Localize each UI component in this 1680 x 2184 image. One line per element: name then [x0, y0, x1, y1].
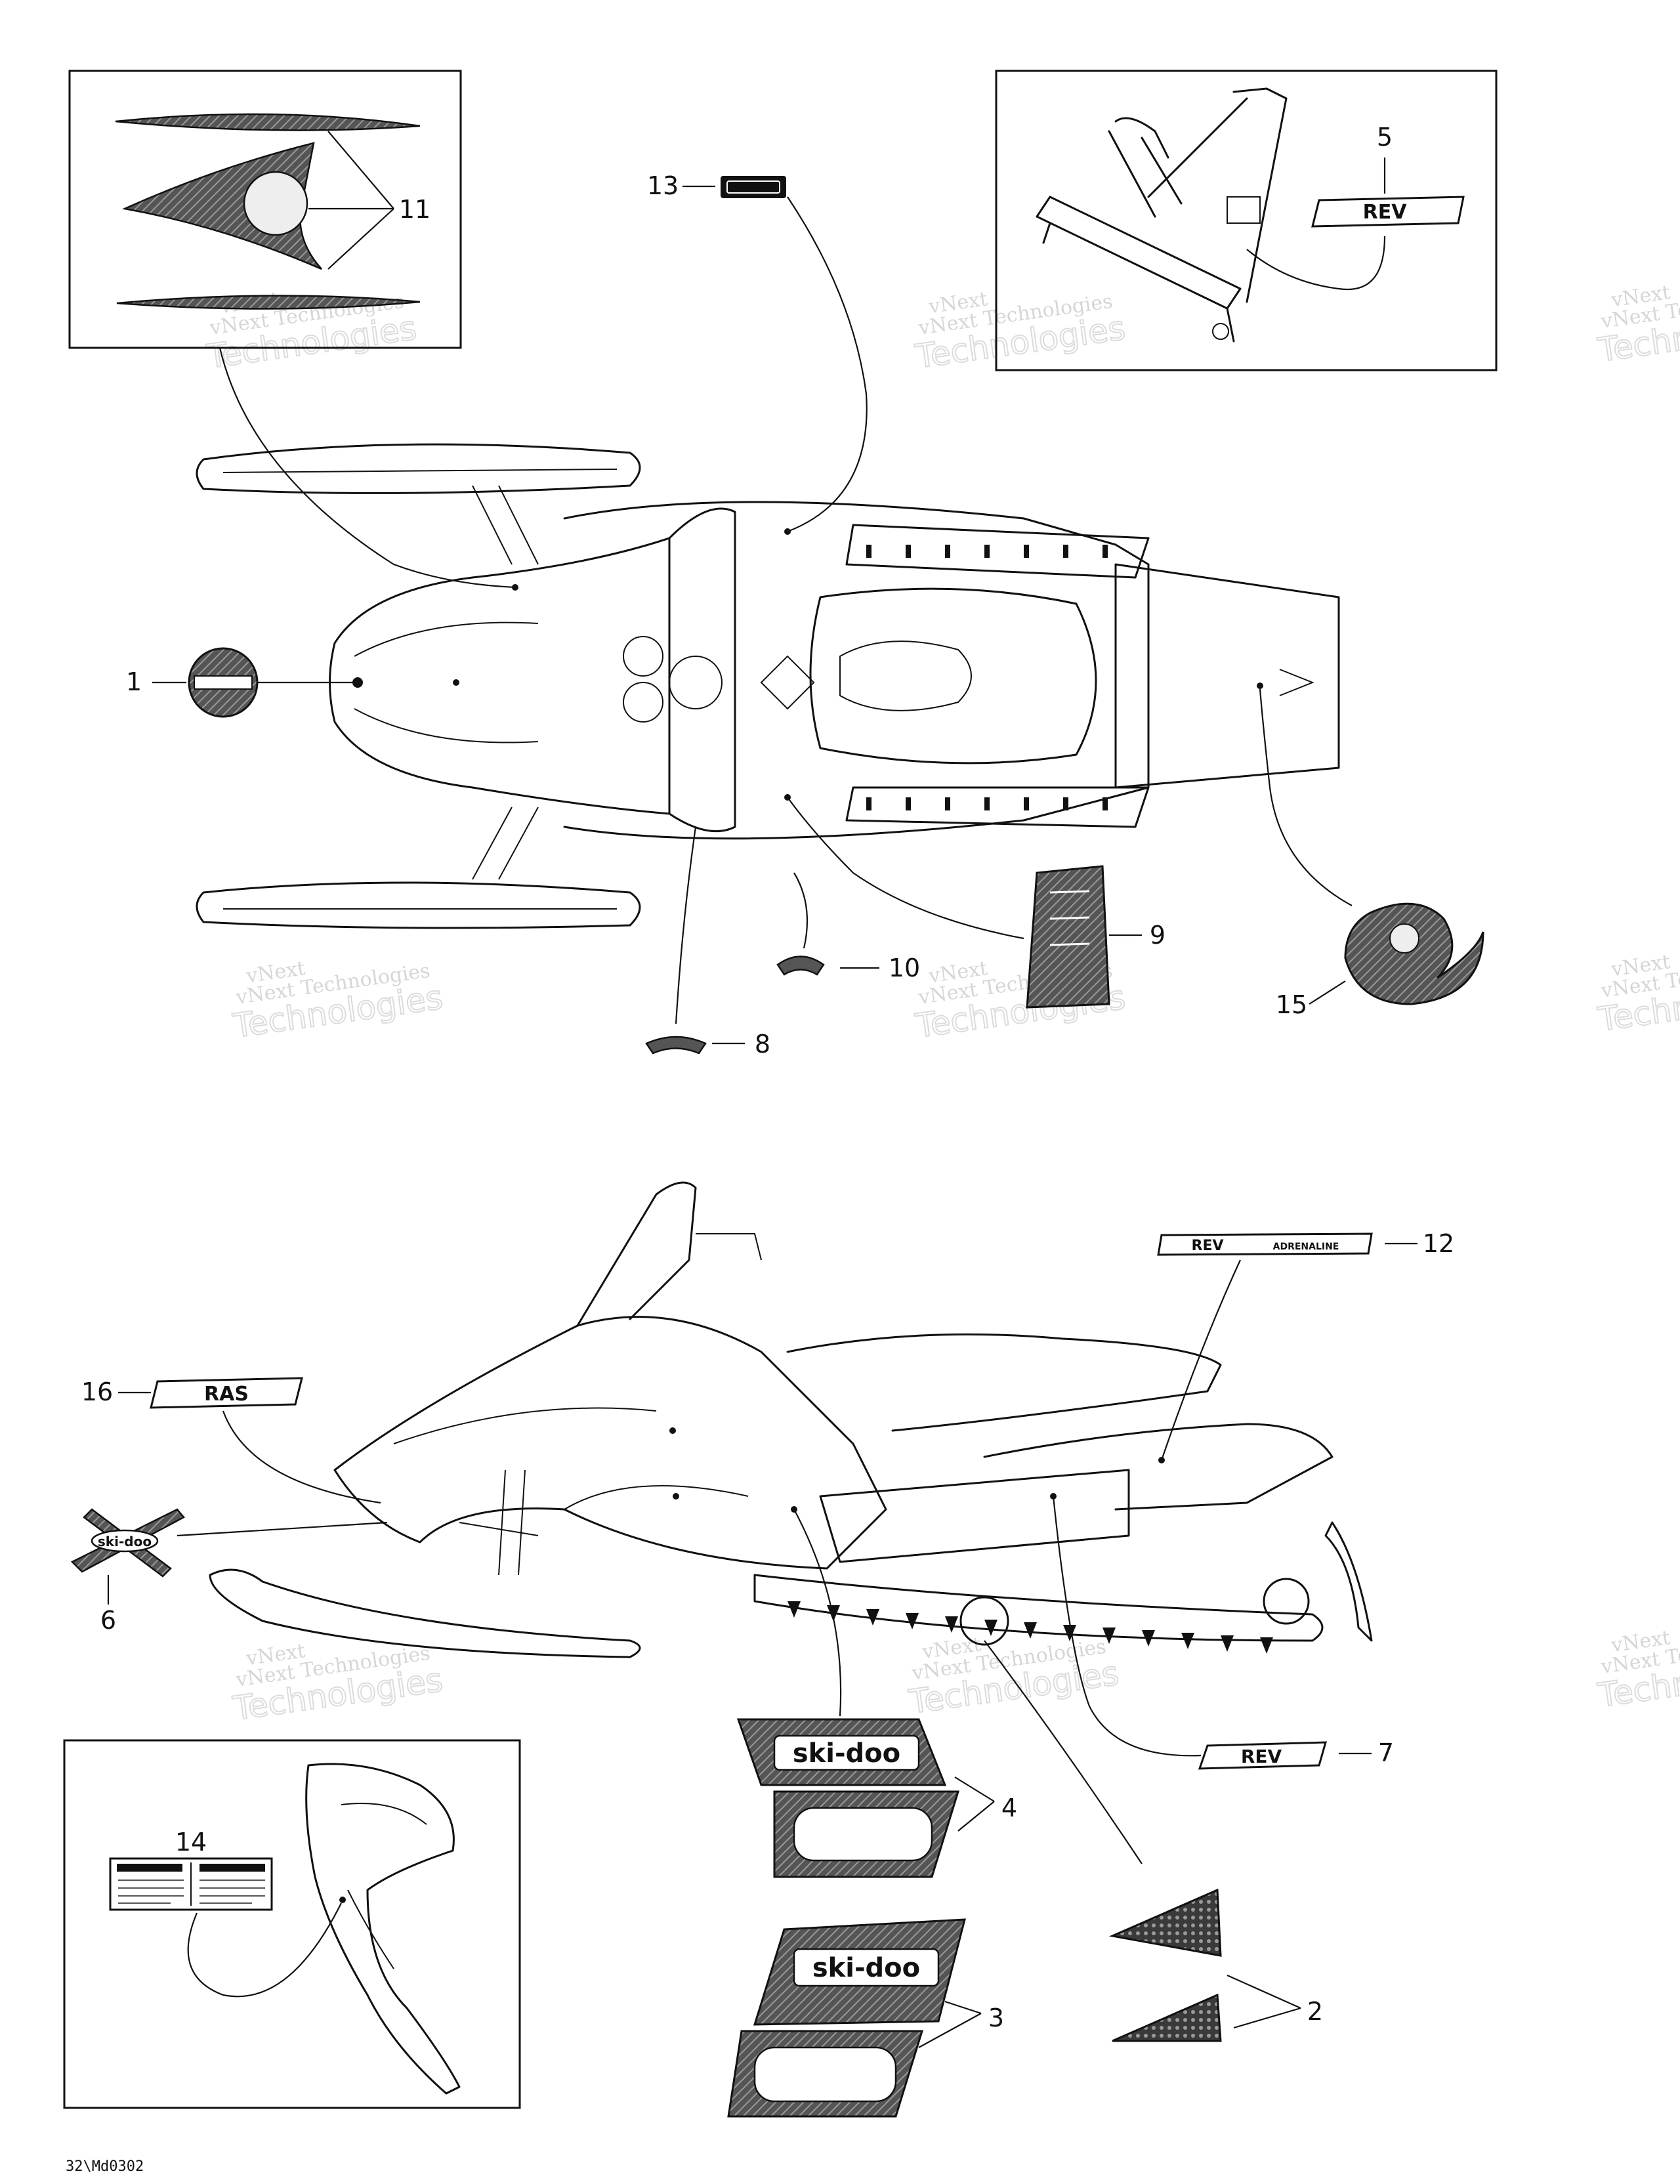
leader-15: [1259, 688, 1353, 906]
callout-8: 8: [755, 1030, 770, 1059]
decal-rev-text: REV: [1241, 1746, 1282, 1767]
top-view-snowmobile: [196, 443, 1340, 929]
leader-9: [787, 797, 1024, 940]
decal-1: [188, 647, 259, 718]
decal-15: [1344, 902, 1484, 1005]
watermark-layer: vNext vNext Technologies Technologies vN…: [203, 281, 1680, 1729]
callout-12: 12: [1423, 1229, 1454, 1258]
decal-set-11: [115, 113, 421, 310]
callout-11: 11: [399, 195, 430, 224]
callout-6: 6: [100, 1606, 116, 1635]
decal-rev-x-suffix: ADRENALINE: [1273, 1242, 1339, 1252]
decal-7: REV: [1198, 1741, 1328, 1770]
callout-5: 5: [1377, 123, 1393, 152]
callout-3: 3: [988, 2004, 1004, 2032]
leader-16: [222, 1410, 381, 1504]
inset-frame-hood-inner: [63, 1739, 521, 2109]
callout-1: 1: [126, 667, 142, 696]
drawing-code: 32\Md0302: [66, 2158, 144, 2175]
callout-15: 15: [1276, 990, 1307, 1019]
leader-8: [675, 826, 697, 1024]
leader-13: [787, 196, 868, 533]
callout-13: 13: [647, 171, 679, 200]
chassis-frame-drawing: [1036, 87, 1288, 343]
leader-11: [308, 131, 394, 270]
decal-brand-text: ski-doo: [98, 1534, 152, 1549]
hood-inner-drawing: [305, 1763, 461, 2095]
callout-9: 9: [1150, 921, 1166, 950]
leader-3: [918, 2000, 982, 2048]
callout-14: 14: [175, 1828, 207, 1857]
inset-frame-tunnel-decals: [68, 70, 462, 349]
decal-4: ski-doo: [736, 1718, 960, 1878]
skull-graphic-icon: [243, 171, 308, 236]
leader-12: [1160, 1259, 1241, 1461]
leader-4: [954, 1776, 995, 1832]
decal-6: ski-doo: [70, 1508, 185, 1578]
leader-15-tick: [1309, 980, 1346, 1005]
callout-10: 10: [889, 954, 920, 982]
decal-3: ski-doo: [727, 1918, 966, 2118]
decal-rs-text: RAS: [204, 1383, 249, 1406]
inset-frame-chassis: [995, 70, 1498, 371]
decal-brand-text: ski-doo: [812, 1953, 920, 1983]
leader-6: [177, 1521, 388, 1537]
decal-5: REV: [1311, 196, 1465, 228]
leader-2: [1227, 1974, 1301, 2029]
leader-5: [1246, 236, 1386, 291]
skull-graphic-icon: [1389, 923, 1419, 954]
decal-brand-text: ski-doo: [793, 1738, 900, 1769]
decal-rev-x-text: REV: [1192, 1238, 1224, 1254]
decal-8: [645, 1036, 707, 1055]
callout-7: 7: [1378, 1738, 1394, 1767]
decal-rev-text: REV: [1363, 201, 1408, 224]
leader-11-body: [219, 347, 516, 589]
leader-14: [187, 1902, 342, 1998]
leader-7: [1052, 1496, 1202, 1757]
side-view-snowmobile: [209, 1181, 1373, 1658]
leader-2-body: [984, 1640, 1143, 1864]
leader-10: [793, 872, 808, 949]
decal-10: [776, 956, 825, 976]
callout-2: 2: [1307, 1997, 1323, 2026]
decal-13: [721, 176, 786, 198]
callout-4: 4: [1001, 1794, 1017, 1822]
leader-4-body: [793, 1509, 842, 1717]
decal-14: [109, 1857, 273, 1911]
decal-16: RAS: [150, 1377, 303, 1409]
decal-2: [1108, 1888, 1222, 2042]
decal-12: REV ADRENALINE: [1157, 1232, 1373, 1256]
callout-16: 16: [81, 1377, 113, 1406]
decal-9: [1026, 865, 1110, 1009]
